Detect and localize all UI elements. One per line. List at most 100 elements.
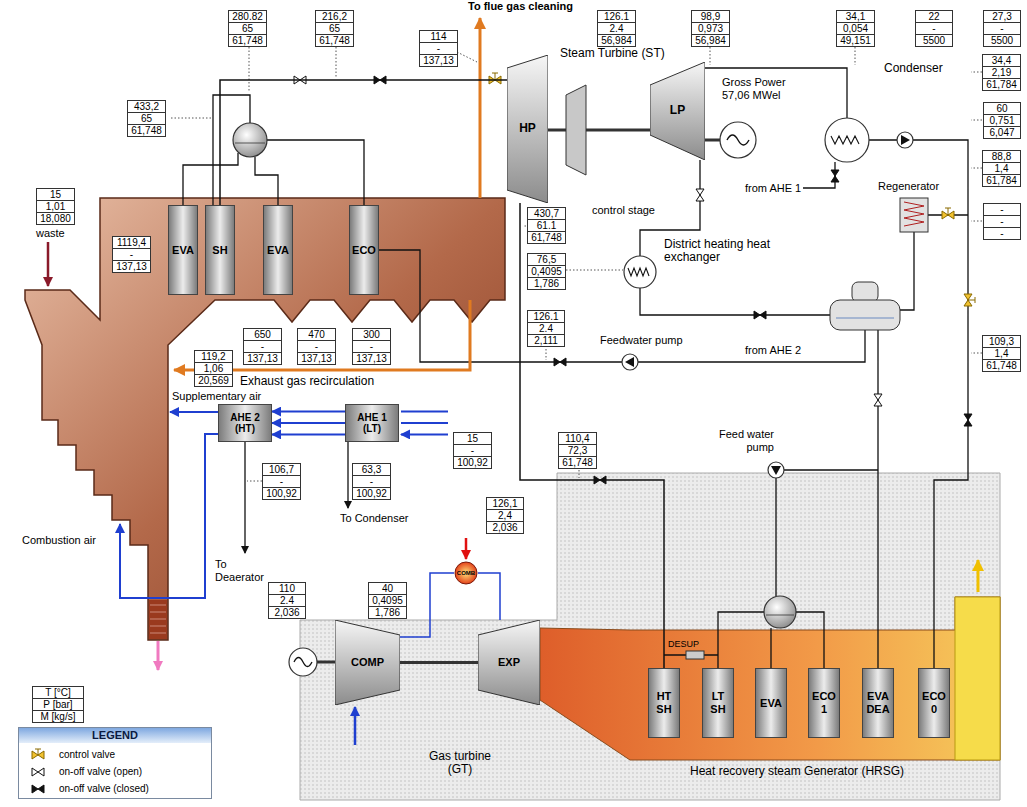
table-cell: 15 <box>37 189 74 201</box>
boiler-body <box>150 605 166 633</box>
valve-symbol <box>294 73 975 484</box>
equipment-box: AHE 1 (LT) <box>345 404 399 442</box>
label-text: Supplementary air <box>172 390 261 403</box>
flue-gas-line <box>977 560 980 592</box>
table-cell: 137,13 <box>244 353 281 364</box>
table-cell: 1,01 <box>37 201 74 213</box>
equipment-symbol <box>233 123 267 157</box>
fuel-waste-ash-arrow <box>157 641 160 670</box>
equipment-symbol <box>624 256 656 288</box>
turbine-shape <box>507 55 548 203</box>
data-table: 433,26561,748 <box>127 100 166 137</box>
table-cell: 137,13 <box>420 55 457 66</box>
table-cell: - <box>244 341 281 353</box>
flue-gas-line <box>174 18 978 592</box>
air-line <box>120 434 218 598</box>
table-cell: M [kg/s] <box>33 711 83 722</box>
table-cell: 1,4 <box>983 348 1020 360</box>
table-cell: 40 <box>369 583 406 595</box>
data-table: 110,472,361,748 <box>558 432 597 469</box>
turbine-stage: EXP <box>478 620 540 705</box>
table-cell: 34,4 <box>983 55 1020 67</box>
label-text: Exhaust gas recirculation <box>240 375 374 388</box>
equipment-symbol <box>294 658 312 667</box>
turbine-shape <box>478 620 540 705</box>
table-cell: 49,151 <box>837 35 874 46</box>
data-table: 106,7-100,92 <box>262 463 301 500</box>
node-text: EVA DEA <box>864 690 892 715</box>
table-cell: 2.4 <box>598 23 635 35</box>
equipment-symbol <box>622 354 638 370</box>
leader-line <box>171 47 982 481</box>
table-cell: 15 <box>454 433 491 445</box>
table-cell: 137,13 <box>113 261 150 272</box>
table-cell: - <box>113 249 150 261</box>
pipe <box>244 442 245 553</box>
node-text: COMB <box>457 570 475 577</box>
air-line <box>354 707 357 745</box>
legend-symbol <box>27 764 49 778</box>
data-table: 22-5500 <box>915 10 953 47</box>
node-text: EXP <box>498 656 520 669</box>
table-cell: - <box>353 476 390 488</box>
table-cell: 126,1 <box>487 498 523 510</box>
table-cell: 61,748 <box>559 457 596 468</box>
boiler-body <box>25 198 505 640</box>
data-table: 114-137,13 <box>419 30 458 67</box>
equipment-symbol <box>768 462 784 478</box>
equipment-symbol <box>766 615 794 616</box>
legend-title: LEGEND <box>19 728 211 743</box>
gt-hrsg-zone <box>300 473 1000 800</box>
valve-symbol <box>489 73 501 84</box>
valve-symbol <box>964 414 972 426</box>
equipment-box: SH <box>205 205 235 295</box>
table-cell: 65 <box>229 23 266 35</box>
table-cell: 61,748 <box>128 125 165 136</box>
label-text: Combustion air <box>22 534 96 547</box>
pipe-connector <box>272 411 345 413</box>
turbine-shape <box>335 620 400 705</box>
table-cell: 100,92 <box>454 457 491 468</box>
label-text: District heating heat exchanger <box>664 238 792 264</box>
table-cell: - <box>353 341 390 353</box>
table-cell: 2,111 <box>528 335 564 346</box>
legend-symbol <box>27 747 49 761</box>
pipe <box>317 130 720 662</box>
table-cell: 137,13 <box>353 353 390 364</box>
pipe-connector <box>478 573 500 620</box>
data-table: --- <box>983 203 1021 240</box>
data-table: 300-137,13 <box>352 328 391 365</box>
valve-symbol <box>964 294 975 306</box>
table-cell: 61.1 <box>528 220 565 232</box>
label-text: control stage <box>592 204 655 217</box>
table-cell: 1,4 <box>983 163 1020 175</box>
flue-gas-line <box>174 300 470 370</box>
valve-symbol <box>754 311 766 319</box>
equipment-symbol <box>764 596 796 628</box>
combustor-circle: COMB <box>454 561 478 585</box>
data-table: 27,3-5500 <box>983 10 1021 47</box>
valve-symbol <box>874 394 882 406</box>
table-cell: 72,3 <box>559 445 596 457</box>
data-table: 126.12.456,984 <box>597 10 636 47</box>
node-text: EVA <box>757 697 785 710</box>
equipment-box: ECO <box>349 205 379 295</box>
table-cell: 61,784 <box>983 79 1020 90</box>
hrsg-body <box>955 597 1000 760</box>
data-table: 34,10,05449,151 <box>836 10 875 47</box>
equipment-symbol <box>625 357 634 367</box>
table-cell: 470 <box>298 329 335 341</box>
data-table: 650-137,13 <box>243 328 282 365</box>
hrsg-body <box>540 597 1000 760</box>
equipment-symbol <box>686 651 704 659</box>
legend-text: on-off valve (open) <box>59 765 142 778</box>
air-line <box>170 411 218 413</box>
table-cell: 1,786 <box>528 278 565 289</box>
data-table: 63,3-100,92 <box>352 463 391 500</box>
equipment-symbol <box>218 85 928 676</box>
table-cell: - <box>984 216 1020 228</box>
pipe <box>183 68 968 668</box>
hrsg-module: ECO 0 <box>918 668 950 738</box>
table-cell: 56,984 <box>598 35 635 46</box>
table-cell: - <box>984 23 1020 35</box>
